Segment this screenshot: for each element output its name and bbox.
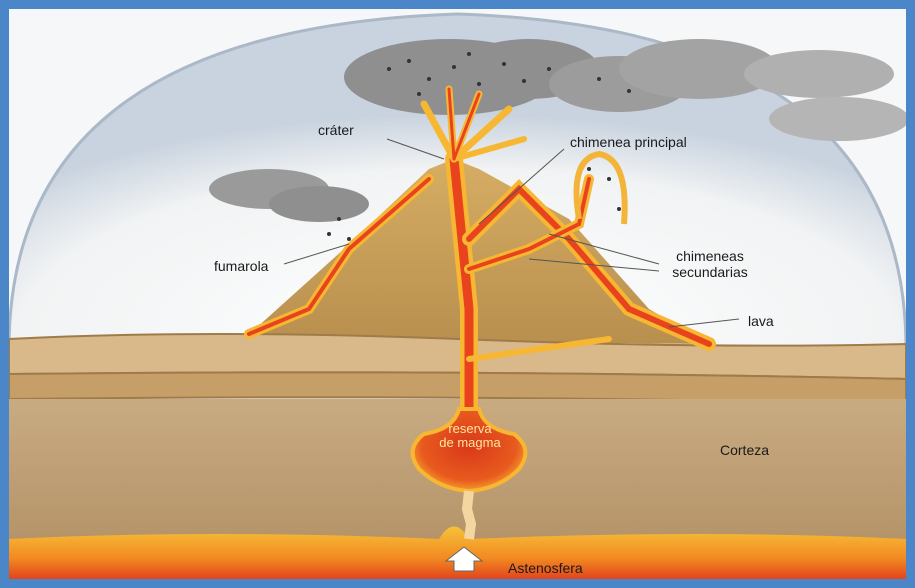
label-crater: cráter (318, 122, 354, 138)
label-reserva-de-magma: reserva de magma (425, 422, 515, 450)
label-chimeneas-line2: secundarias (660, 264, 760, 280)
label-corteza: Corteza (720, 442, 769, 458)
label-chimenea-principal: chimenea principal (570, 134, 687, 150)
volcano-diagram (9, 9, 906, 579)
label-reserva-line2: de magma (425, 436, 515, 450)
label-astenosfera: Astenosfera (508, 560, 583, 576)
label-fumarola: fumarola (214, 258, 268, 274)
magma-conduit-lower (467, 491, 471, 539)
label-reserva-line1: reserva (425, 422, 515, 436)
label-chimeneas-secundarias: chimeneas secundarias (660, 248, 760, 280)
label-chimeneas-line1: chimeneas (660, 248, 760, 264)
label-lava: lava (748, 313, 774, 329)
